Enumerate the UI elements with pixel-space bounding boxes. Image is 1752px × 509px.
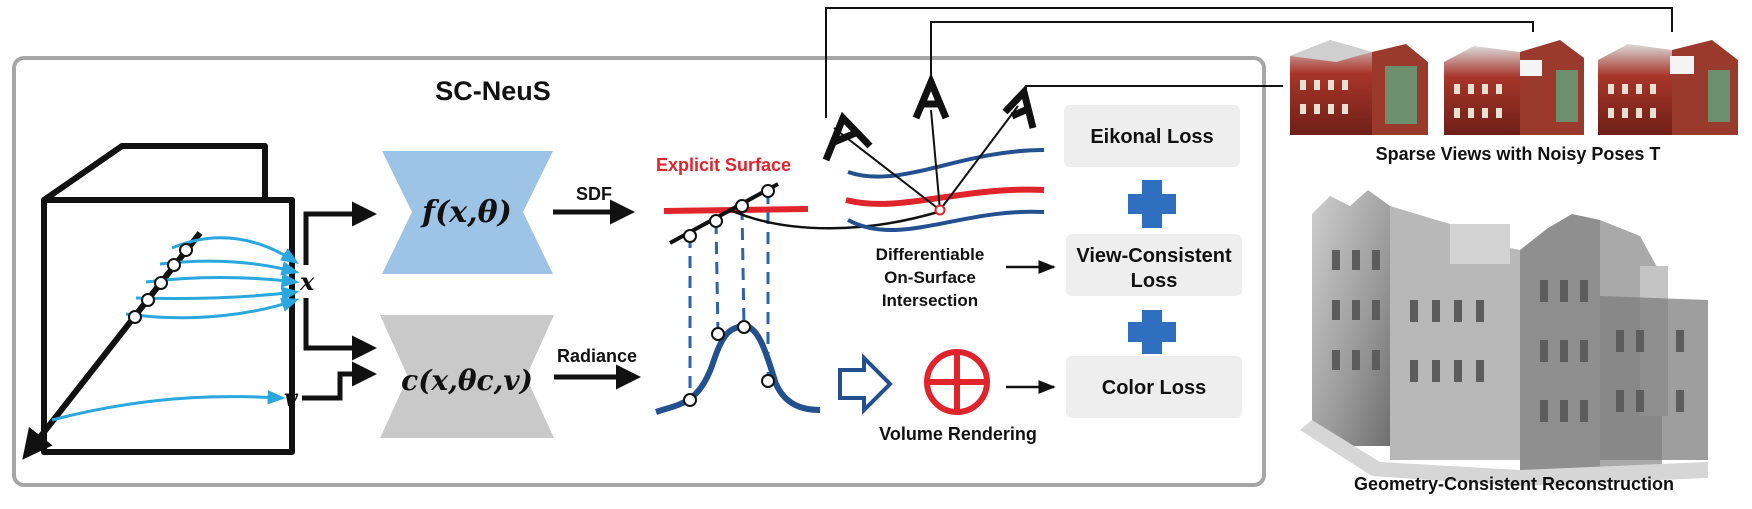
camera-icons bbox=[822, 72, 1037, 162]
sparse-view-images bbox=[1283, 32, 1743, 137]
explicit-surface-line bbox=[663, 206, 809, 214]
network-connectors bbox=[302, 201, 377, 401]
color-function-label: c(x,θc,v) bbox=[401, 364, 533, 397]
plus-icon-lower bbox=[1128, 310, 1176, 354]
eikonal-loss-box bbox=[1064, 105, 1240, 167]
x-symbol: x bbox=[299, 267, 315, 296]
sdf-network-shape bbox=[382, 151, 553, 274]
surface-sample-points bbox=[683, 184, 775, 407]
plus-icon-upper bbox=[1128, 180, 1176, 228]
radiance-output-label: Radiance bbox=[557, 346, 637, 366]
view-image-1 bbox=[1283, 32, 1435, 137]
view-consistent-loss-box bbox=[1066, 234, 1242, 296]
explicit-surface-label: Explicit Surface bbox=[656, 155, 791, 175]
intersection-point bbox=[934, 204, 946, 216]
color-loss-box bbox=[1066, 356, 1242, 418]
camera-rays bbox=[833, 105, 1019, 211]
view-consistent-loss-line1: View-Consistent bbox=[1076, 245, 1232, 267]
ray-sample-points bbox=[128, 243, 193, 324]
density-curve bbox=[655, 322, 821, 415]
v-symbol: v bbox=[284, 383, 299, 412]
reconstruction-caption: Geometry-Consistent Reconstruction bbox=[1354, 474, 1674, 494]
volume-rendering-sum-icon bbox=[924, 349, 990, 415]
multi-view-surface-curves bbox=[845, 148, 1045, 233]
intersection-label-line1: Differentiable bbox=[876, 245, 985, 264]
intersection-label-line3: Intersection bbox=[882, 291, 978, 310]
view-image-2 bbox=[1438, 32, 1590, 137]
sdf-function-label: f(x,θ) bbox=[420, 195, 512, 230]
sc-neus-title: SC-NeuS bbox=[435, 76, 551, 106]
color-network-shape bbox=[380, 315, 554, 438]
projection-dashes bbox=[688, 192, 770, 396]
surface-to-intersection-arrow bbox=[729, 208, 939, 230]
sdf-output-label: SDF bbox=[576, 184, 612, 204]
sc-neus-frame bbox=[12, 56, 1266, 487]
reconstruction-mesh bbox=[1300, 190, 1708, 486]
eikonal-loss-label: Eikonal Loss bbox=[1090, 126, 1213, 148]
sparse-views-caption: Sparse Views with Noisy Poses T bbox=[1376, 144, 1661, 164]
intersection-label-line2: On-Surface bbox=[884, 268, 976, 287]
blue-sample-arrows bbox=[51, 236, 300, 422]
render-arrow-icon bbox=[838, 353, 893, 415]
color-loss-label: Color Loss bbox=[1102, 377, 1206, 399]
view-image-3 bbox=[1593, 32, 1743, 137]
view-consistent-loss-line2: Loss bbox=[1131, 270, 1178, 292]
volume-rendering-label: Volume Rendering bbox=[879, 424, 1037, 444]
